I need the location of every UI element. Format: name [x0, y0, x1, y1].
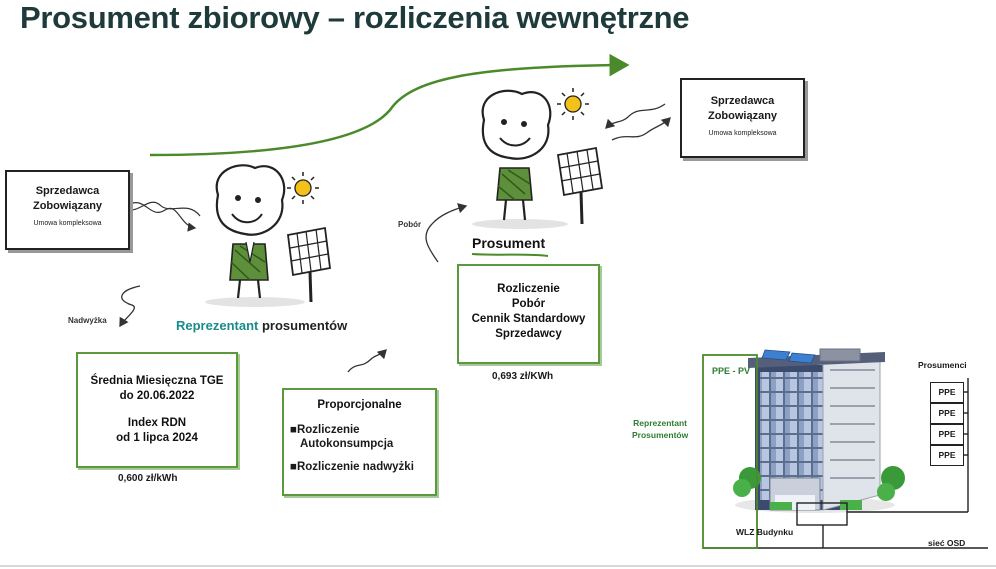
settlement-box: Rozliczenie Pobór Cennik Standardowy Spr… [457, 264, 600, 364]
prosument-underline [471, 253, 549, 257]
seller-box-right: Sprzedawca Zobowiązany Umowa kompleksowa [680, 78, 805, 158]
squiggle-arrow-nadwyzka [119, 285, 141, 328]
seller-left-line2: Zobowiązany [32, 200, 103, 212]
flow-arc-arrow [149, 53, 630, 157]
ppe-box-2: PPE [930, 403, 964, 424]
squiggle-arrow-middle [347, 349, 387, 373]
seller-box-left: Sprzedawca Zobowiązany Umowa kompleksowa [5, 170, 130, 250]
prosumenci-label: Prosumenci [918, 360, 967, 370]
solar-panel-icon-left [287, 226, 331, 303]
prosument-figure [472, 89, 568, 229]
bullet-icon: ■ [290, 424, 297, 436]
bullet-icon: ■ [290, 461, 297, 473]
prop-title: Proporcjonalne [317, 399, 402, 411]
settlement-line3: Cennik Standardowy [471, 313, 586, 325]
prop-item2: ■Rozliczenie nadwyżki [290, 461, 435, 473]
representative-label: Reprezentant prosumentów [176, 318, 347, 333]
settlement-line4: Sprzedawcy [495, 328, 562, 340]
tge-price: 0,600 zł/kWh [118, 473, 178, 484]
ppe-box-3: PPE [930, 424, 964, 445]
seller-right-line1: Sprzedawca [710, 95, 775, 107]
page-title: Prosument zbiorowy – rozliczenia wewnętr… [20, 0, 690, 35]
tge-line4: od 1 lipca 2024 [116, 432, 198, 444]
seller-left-line1: Sprzedawca [35, 185, 100, 197]
siec-osd-label: sieć OSD [928, 538, 966, 548]
building-rep-line2: Prosumentów [632, 430, 689, 440]
seller-right-line2: Zobowiązany [707, 110, 778, 122]
representative-figure [205, 164, 305, 307]
sun-icon-left [287, 172, 319, 204]
nadwyzka-label: Nadwyżka [68, 316, 107, 325]
prop-item1: ■Rozliczenie Autokonsumpcja [290, 423, 435, 451]
representative-label-part1: Reprezentant [176, 318, 259, 333]
settlement-line2: Pobór [511, 298, 546, 310]
wlz-label: WLZ Budynku [736, 527, 794, 537]
building-rep-line1: Reprezentant [633, 418, 688, 428]
ppe-pv-frame [702, 354, 758, 549]
prosument-label: Prosument [472, 235, 546, 251]
squiggle-arrow-right [611, 117, 671, 141]
seller-right-note: Umowa kompleksowa [708, 130, 777, 137]
building-illustration [733, 348, 905, 513]
squiggle-arrow-left [127, 202, 197, 232]
settlement-price: 0,693 zł/KWh [492, 371, 554, 382]
sun-icon-right [557, 88, 589, 120]
proportional-box: Proporcjonalne ■Rozliczenie Autokonsumpc… [282, 388, 437, 496]
tge-line2: do 20.06.2022 [119, 390, 195, 402]
pobor-label: Pobór [398, 220, 422, 229]
prop-item1b: Autokonsumpcja [300, 438, 394, 450]
seller-left-note: Umowa kompleksowa [33, 220, 102, 227]
ppe-box-4: PPE [930, 445, 964, 466]
tge-box: Średnia Miesięczna TGE do 20.06.2022 Ind… [76, 352, 238, 468]
ppe-pv-label: PPE - PV [712, 366, 751, 376]
solar-panel-icon-right [556, 146, 604, 225]
prop-item1a: Rozliczenie [296, 424, 360, 436]
tge-line3: Index RDN [127, 417, 187, 429]
tge-line1: Średnia Miesięczna TGE [90, 375, 224, 387]
squiggle-arrow-pobor [425, 203, 468, 263]
settlement-line1: Rozliczenie [497, 283, 560, 295]
ppe-box-1: PPE [930, 382, 964, 403]
prop-item2-text: Rozliczenie nadwyżki [296, 461, 414, 473]
building-representative-label: Reprezentant Prosumentów [632, 417, 688, 441]
representative-label-part2: prosumentów [258, 318, 348, 333]
